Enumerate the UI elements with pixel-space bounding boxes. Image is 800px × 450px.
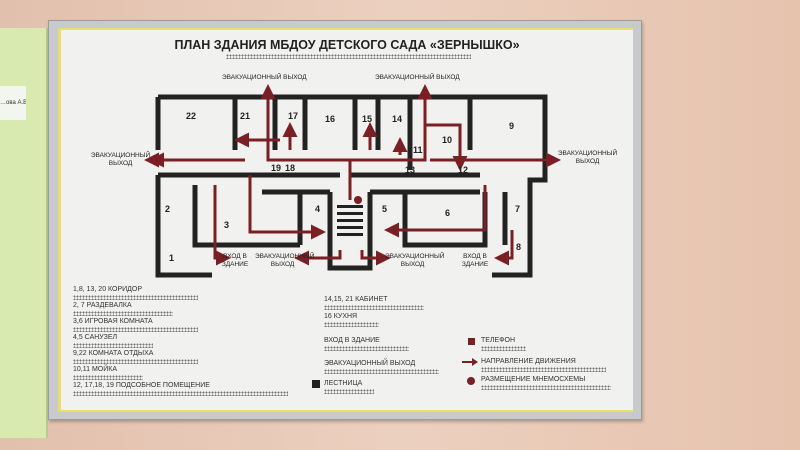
svg-text:2: 2 xyxy=(165,204,170,214)
location-legend-icon xyxy=(467,377,475,385)
stairs-legend-icon xyxy=(312,380,320,388)
svg-text:14: 14 xyxy=(392,114,402,124)
entrance-label-right: ВХОД В ЗДАНИЕ xyxy=(461,253,489,268)
svg-text:11: 11 xyxy=(413,145,423,155)
room-numbers: 22 21 17 16 15 14 10 11 9 12 13 19 18 2 … xyxy=(165,111,521,263)
direction-arrows xyxy=(144,84,561,266)
entrance-label-left: ВХОД В ЗДАНИЕ xyxy=(221,253,249,268)
svg-text:22: 22 xyxy=(186,111,196,121)
exit-label-bottom-left: ЭВАКУАЦИОННЫЙ ВЫХОД xyxy=(255,253,315,268)
svg-text:19: 19 xyxy=(271,163,281,173)
exit-label-right: ЭВАКУАЦИОННЫЙ ВЫХОД xyxy=(557,150,618,165)
svg-text:13: 13 xyxy=(405,165,415,175)
exit-label-bottom-right: ЭВАКУАЦИОННЫЙ ВЫХОД xyxy=(385,253,445,268)
svg-text:5: 5 xyxy=(382,204,387,214)
svg-text:4: 4 xyxy=(315,204,320,214)
svg-text:16: 16 xyxy=(325,114,335,124)
svg-text:15: 15 xyxy=(362,114,372,124)
stairs-icon xyxy=(337,205,363,236)
braille-title xyxy=(226,54,471,59)
svg-text:8: 8 xyxy=(516,242,521,252)
svg-text:10: 10 xyxy=(442,135,452,145)
exit-label-top-right: ЭВАКУАЦИОННЫЙ ВЫХОД xyxy=(375,74,460,81)
svg-text:6: 6 xyxy=(445,208,450,218)
walls xyxy=(155,94,548,278)
adjacent-sign: …ова А.В xyxy=(0,28,48,438)
exit-label-left: ЭВАКУАЦИОННЫЙ ВЫХОД xyxy=(90,152,151,167)
svg-text:1: 1 xyxy=(169,253,174,263)
sign-title: ПЛАН ЗДАНИЯ МБДОУ ДЕТСКОГО САДА «ЗЕРНЫШК… xyxy=(174,38,520,52)
svg-text:18: 18 xyxy=(285,163,295,173)
location-marker-icon xyxy=(354,196,362,204)
phone-icon xyxy=(468,338,475,345)
name-card: …ова А.В xyxy=(0,86,26,120)
svg-text:3: 3 xyxy=(224,220,229,230)
exit-label-top-left: ЭВАКУАЦИОННЫЙ ВЫХОД xyxy=(222,74,307,81)
svg-text:17: 17 xyxy=(288,111,298,121)
svg-text:12: 12 xyxy=(458,165,468,175)
svg-text:21: 21 xyxy=(240,111,250,121)
svg-text:7: 7 xyxy=(515,204,520,214)
svg-text:9: 9 xyxy=(509,121,514,131)
